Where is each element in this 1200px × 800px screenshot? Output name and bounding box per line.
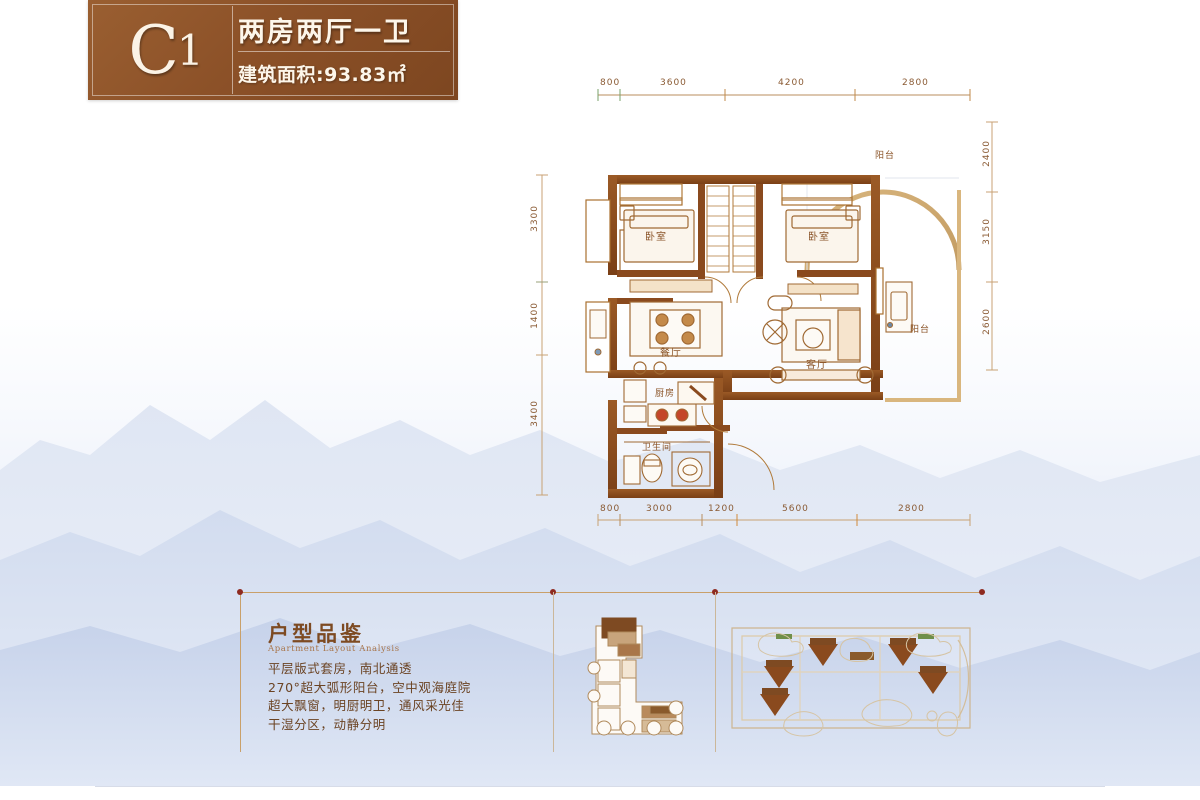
dim-top-3: 4200 bbox=[778, 78, 805, 88]
bottom-hairline bbox=[95, 786, 1105, 787]
dim-bottom-5: 2800 bbox=[898, 504, 925, 514]
banner-vertical-divider bbox=[232, 6, 233, 94]
corner-dot-right bbox=[979, 589, 985, 595]
room-label-bedroom-right: 卧室 bbox=[808, 232, 830, 243]
building-key-plan bbox=[587, 617, 684, 736]
bay-windows bbox=[619, 183, 853, 201]
dimension-line-top bbox=[597, 89, 971, 101]
dim-bottom-4: 5600 bbox=[782, 504, 809, 514]
room-label-living: 客厅 bbox=[806, 360, 828, 371]
room-label-dining: 餐厅 bbox=[660, 348, 682, 359]
dimension-line-bottom bbox=[597, 514, 971, 526]
dim-right-2: 3150 bbox=[982, 218, 992, 245]
room-type-label: 两房两厅一卫 bbox=[238, 16, 412, 48]
site-buildings bbox=[760, 634, 948, 716]
interior-walls bbox=[617, 184, 877, 434]
unit-code-number: 1 bbox=[176, 25, 204, 75]
analysis-line-4: 干湿分区，动静分明 bbox=[268, 716, 386, 732]
analysis-line-3: 超大飘窗，明厨明卫，通风采光佳 bbox=[268, 698, 465, 713]
living-furniture bbox=[762, 295, 874, 384]
dim-top-1: 800 bbox=[600, 78, 621, 88]
dimension-line-left bbox=[536, 174, 548, 496]
analysis-section: 户型品鉴 Apartment Layout Analysis 平层版式套房，南北… bbox=[237, 589, 985, 752]
analysis-top-border bbox=[240, 592, 985, 593]
balcony-utility bbox=[885, 281, 913, 333]
analysis-divider-1 bbox=[553, 592, 554, 752]
analysis-divider-2 bbox=[715, 592, 716, 752]
left-utility bbox=[589, 309, 607, 356]
kitchen-fixtures bbox=[623, 379, 715, 427]
dim-bottom-2: 3000 bbox=[646, 504, 673, 514]
community-site-plan bbox=[731, 627, 971, 737]
floor-plan: 800 3600 4200 2800 800 3000 1200 5600 28… bbox=[520, 70, 1030, 550]
building-area-label: 建筑面积:93.83㎡ bbox=[238, 63, 407, 86]
wardrobes bbox=[706, 185, 756, 273]
dim-top-2: 3600 bbox=[660, 78, 687, 88]
dim-right-3: 2600 bbox=[982, 308, 992, 335]
analysis-line-1: 平层版式套房，南北通透 bbox=[268, 661, 413, 676]
room-label-balcony-top: 阳台 bbox=[875, 151, 896, 161]
room-label-kitchen: 厨房 bbox=[655, 389, 676, 399]
room-label-bathroom: 卫生间 bbox=[642, 443, 673, 453]
room-label-balcony-right: 阳台 bbox=[910, 325, 931, 335]
analysis-title-en: Apartment Layout Analysis bbox=[268, 644, 400, 654]
bedroom-left-furniture bbox=[619, 205, 695, 270]
banner-horizontal-divider bbox=[238, 51, 450, 52]
dimension-line-right bbox=[986, 121, 998, 371]
room-label-bedroom-left: 卧室 bbox=[645, 232, 667, 243]
dim-bottom-3: 1200 bbox=[708, 504, 735, 514]
dim-bottom-1: 800 bbox=[600, 504, 621, 514]
analysis-left-border bbox=[240, 592, 241, 752]
unit-code-letter: C bbox=[128, 11, 178, 89]
bedroom-right-furniture bbox=[785, 205, 861, 263]
analysis-body: 平层版式套房，南北通透 270°超大弧形阳台，空中观海庭院 超大飘窗，明厨明卫，… bbox=[268, 660, 558, 734]
dining-furniture bbox=[629, 301, 723, 375]
dim-right-1: 2400 bbox=[982, 140, 992, 167]
corner-dot-left bbox=[237, 589, 243, 595]
bathroom-fixtures bbox=[623, 441, 711, 487]
balcony-right-rail bbox=[885, 370, 961, 402]
analysis-line-2: 270°超大弧形阳台，空中观海庭院 bbox=[268, 679, 471, 695]
tv-cabinet bbox=[629, 279, 859, 295]
bottom-white-band bbox=[0, 786, 1200, 800]
dim-top-4: 2800 bbox=[902, 78, 929, 88]
dim-left-2: 1400 bbox=[530, 302, 540, 329]
dim-left-3: 3400 bbox=[530, 400, 540, 427]
dim-left-1: 3300 bbox=[530, 205, 540, 232]
analysis-title: 户型品鉴 bbox=[268, 621, 364, 646]
banner-inner-border bbox=[92, 4, 454, 96]
floor-plan-drawing bbox=[536, 89, 998, 526]
